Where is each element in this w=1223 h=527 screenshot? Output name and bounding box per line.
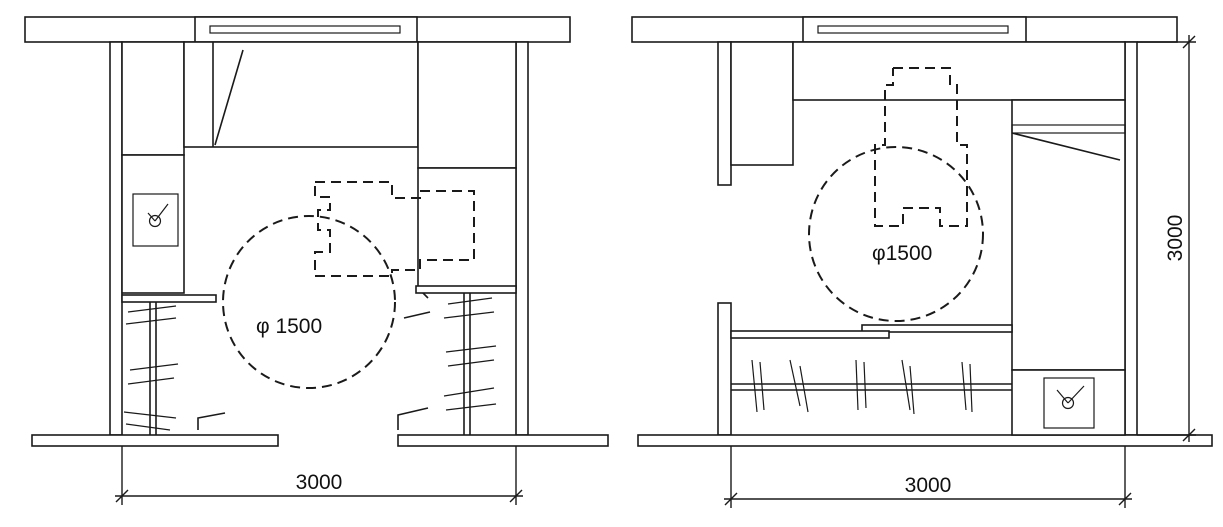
- plan-right: φ1500 3000 3000: [631, 16, 1213, 508]
- left-mid-cabinet: [121, 154, 185, 294]
- wheelchair-footprint: [874, 67, 968, 227]
- top-light-fixture: [209, 25, 401, 34]
- right-mid-cabinet: [417, 167, 517, 289]
- toilet-box: [132, 193, 179, 247]
- width-label: 3000: [905, 474, 952, 497]
- right-cabinet-shelf: [1011, 124, 1126, 134]
- floor-strip-left: [31, 434, 279, 447]
- upper-left-wall: [717, 41, 732, 186]
- width-dimension: [115, 446, 523, 505]
- right-wall: [1124, 41, 1138, 436]
- right-shelf: [415, 285, 517, 294]
- right-hanging-rail: [443, 293, 497, 435]
- floor-strip: [637, 434, 1213, 447]
- left-hanging-rail: [123, 302, 179, 435]
- width-dimension: [724, 446, 1132, 508]
- top-shelf-unit: [792, 41, 1126, 101]
- upper-left-cabinet: [121, 41, 185, 156]
- step-mark-right: [397, 407, 429, 430]
- turning-circle-label: φ1500: [872, 242, 932, 265]
- shelf-upper: [861, 324, 1013, 333]
- upper-right-cabinet: [417, 41, 517, 169]
- upper-center-cabinet: [183, 41, 419, 148]
- right-cabinet-diagonal: [1011, 132, 1121, 161]
- left-shelf: [121, 294, 217, 303]
- width-label: 3000: [296, 471, 343, 494]
- hanging-rail: [731, 359, 1012, 415]
- floor-strip-right: [397, 434, 609, 447]
- upper-left-cabinet: [730, 41, 794, 166]
- toilet-icon: [1056, 385, 1085, 410]
- turning-circle-label: φ 1500: [256, 315, 322, 338]
- lower-left-wall: [717, 302, 732, 436]
- plan-left: φ 1500 3000: [24, 16, 609, 505]
- right-wall: [515, 41, 529, 436]
- upper-center-diagonal: [214, 49, 244, 146]
- depth-label: 3000: [1164, 215, 1187, 262]
- turning-circle: [808, 146, 984, 322]
- shelf-lower: [730, 330, 890, 339]
- right-cabinet: [1011, 99, 1126, 371]
- top-beam: [194, 16, 418, 43]
- step-mark-left: [197, 412, 226, 430]
- toilet-box: [1043, 377, 1095, 429]
- left-wall: [109, 41, 123, 436]
- depth-dimension: [1137, 35, 1196, 442]
- small-mark: [403, 311, 431, 319]
- top-beam: [802, 16, 1027, 43]
- top-light-fixture: [817, 25, 1009, 34]
- toilet-icon: [147, 203, 169, 228]
- turning-circle: [222, 215, 396, 389]
